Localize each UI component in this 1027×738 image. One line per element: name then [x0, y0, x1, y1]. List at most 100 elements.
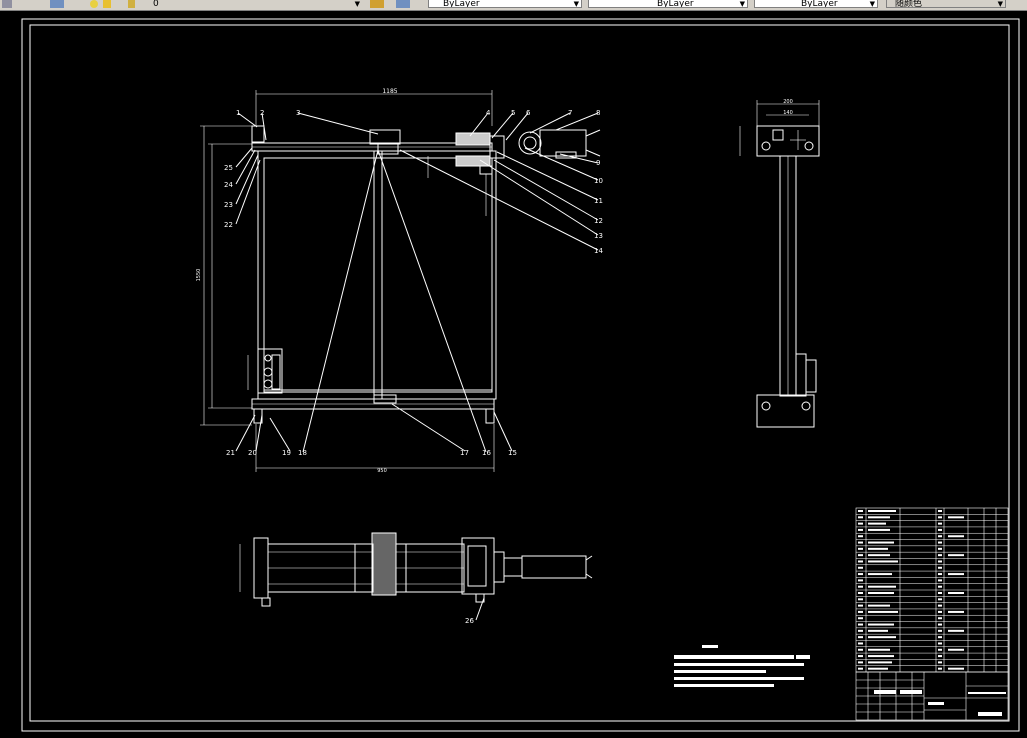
callout-10: 10: [594, 177, 603, 185]
parts-row-number: [858, 648, 863, 651]
title-block: [855, 671, 1009, 721]
make-current-icon[interactable]: [370, 0, 384, 8]
parts-row-number: [858, 617, 863, 620]
callout-labels: 1 2 3 4 5 6 7 8 9 10 11 12 13 14 15 16 1…: [224, 109, 603, 625]
parts-row-material: [948, 516, 964, 519]
parts-row-qty: [938, 566, 942, 569]
parts-row-material: [948, 629, 964, 632]
callout-6: 6: [526, 109, 531, 117]
app-icon[interactable]: [2, 0, 12, 8]
sheet-inner-border: [29, 24, 1010, 722]
callout-19: 19: [282, 449, 291, 457]
layer-previous-icon[interactable]: [396, 0, 410, 8]
callout-24: 24: [224, 181, 233, 189]
lineweight-dropdown[interactable]: ByLayer ▼: [754, 0, 878, 8]
parts-row-qty: [938, 522, 942, 525]
parts-row-qty: [938, 554, 942, 557]
parts-row-qty: [938, 648, 942, 651]
callout-1: 1: [236, 109, 240, 117]
parts-row-number: [858, 579, 863, 582]
callout-4: 4: [486, 109, 491, 117]
plotstyle-dropdown[interactable]: 随颜色 ▼: [886, 0, 1006, 8]
parts-row-text: [868, 636, 896, 639]
parts-row-qty: [938, 560, 942, 563]
parts-row-number: [858, 629, 863, 632]
cad-properties-toolbar: 0 ▼ ByLayer ▼ ByLayer ▼ ByLayer ▼ 随颜色 ▼: [0, 0, 1027, 11]
parts-row-qty: [938, 547, 942, 550]
technical-notes: [674, 645, 810, 687]
parts-row-text: [868, 522, 886, 525]
parts-row-qty: [938, 604, 942, 607]
parts-row-material: [948, 667, 964, 670]
parts-row-qty: [938, 661, 942, 664]
parts-row-qty: [938, 617, 942, 620]
color-dropdown[interactable]: ByLayer ▼: [428, 0, 582, 8]
plotstyle-dropdown-value: 随颜色: [895, 0, 923, 8]
chevron-down-icon: ▼: [997, 0, 1003, 8]
parts-row-text: [868, 592, 894, 594]
callout-26: 26: [465, 617, 474, 625]
lineweight-dropdown-value: ByLayer: [801, 0, 838, 8]
parts-row-text: [868, 560, 898, 563]
parts-row-number: [858, 598, 863, 601]
layer-dropdown-value: 0: [153, 0, 159, 8]
parts-row-qty: [938, 592, 942, 594]
parts-row-text: [868, 667, 888, 670]
parts-row-text: [868, 528, 890, 531]
side-view: [739, 100, 820, 428]
parts-row-qty: [938, 667, 942, 670]
parts-row-qty: [938, 623, 942, 626]
drawing-canvas[interactable]: 1185 950 1550 1 2 3 4 5 6 7 8 9 10 11 12…: [0, 11, 1027, 734]
bottom-view: [239, 532, 593, 621]
parts-row-qty: [938, 510, 942, 512]
sun-icon[interactable]: [103, 0, 111, 8]
callout-21: 21: [226, 449, 235, 457]
chevron-down-icon: ▼: [354, 0, 360, 8]
parts-row-number: [858, 522, 863, 525]
parts-row-qty: [938, 573, 942, 576]
bulb-icon[interactable]: [90, 0, 98, 8]
dim-height: 1550: [196, 269, 202, 282]
dim-width-bottom: 950: [377, 468, 387, 474]
parts-row-text: [868, 629, 888, 632]
parts-row-number: [858, 535, 863, 538]
layer-dropdown[interactable]: 0 ▼: [138, 0, 362, 8]
parts-row-number: [858, 547, 863, 550]
parts-row-qty: [938, 579, 942, 582]
parts-row-number: [858, 623, 863, 626]
parts-row-qty: [938, 655, 942, 658]
parts-row-text: [868, 510, 896, 512]
parts-row-text: [868, 573, 892, 576]
parts-row-number: [858, 642, 863, 645]
chevron-down-icon: ▼: [573, 0, 579, 8]
parts-row-qty: [938, 598, 942, 601]
callout-25: 25: [224, 164, 233, 172]
parts-row-qty: [938, 535, 942, 538]
linetype-dropdown-value: ByLayer: [657, 0, 694, 8]
parts-row-qty: [938, 629, 942, 632]
lock-icon[interactable]: [128, 0, 135, 8]
parts-row-number: [858, 636, 863, 639]
callout-13: 13: [594, 232, 603, 240]
callout-9: 9: [596, 159, 600, 167]
side-dim-top: 200: [783, 99, 793, 105]
parts-row-text: [868, 547, 888, 550]
parts-row-material: [948, 648, 964, 651]
parts-row-text: [868, 604, 890, 607]
parts-row-text: [868, 623, 894, 626]
parts-row-qty: [938, 541, 942, 544]
parts-row-text: [868, 648, 890, 651]
callout-7: 7: [568, 109, 572, 117]
dim-width-top: 1185: [382, 88, 397, 95]
callout-14: 14: [594, 247, 603, 255]
parts-row-qty: [938, 516, 942, 519]
parts-row-number: [858, 554, 863, 557]
parts-row-text: [868, 516, 890, 519]
color-dropdown-value: ByLayer: [443, 0, 480, 8]
linetype-dropdown[interactable]: ByLayer ▼: [588, 0, 748, 8]
parts-row-text: [868, 541, 894, 544]
layer-state-icon[interactable]: [50, 0, 64, 8]
callout-2: 2: [260, 109, 264, 117]
parts-row-material: [948, 554, 964, 557]
parts-row-qty: [938, 610, 942, 613]
